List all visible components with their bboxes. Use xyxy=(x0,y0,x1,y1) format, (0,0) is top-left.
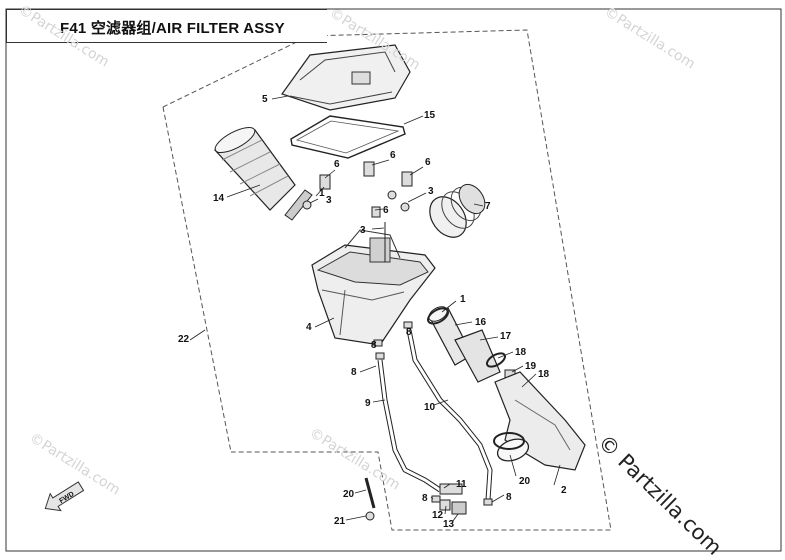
callout-20a: 20 xyxy=(343,489,355,500)
callout-5: 5 xyxy=(262,94,268,105)
part-1-clamp xyxy=(427,307,449,325)
part-20-clamp xyxy=(493,432,525,450)
page-title: F41 空滤器组/AIR FILTER ASSY xyxy=(60,20,285,37)
callout-8c: 8 xyxy=(422,493,428,504)
part-8-clamps xyxy=(373,321,493,506)
callout-1b: 1 xyxy=(460,294,466,305)
part-15-gasket xyxy=(290,115,406,159)
callout-15: 15 xyxy=(424,110,436,121)
callout-2: 2 xyxy=(561,485,567,496)
callout-6c: 6 xyxy=(425,157,431,168)
part-6-clamps xyxy=(319,161,413,218)
callout-7: 7 xyxy=(485,201,491,212)
callout-16: 16 xyxy=(475,317,487,328)
callout-18a: 18 xyxy=(515,347,527,358)
callout-1a: 1 xyxy=(319,188,325,199)
callout-8d: 8 xyxy=(506,492,512,503)
callout-17: 17 xyxy=(500,331,512,342)
callout-6b: 6 xyxy=(390,150,396,161)
part-12-fitting xyxy=(439,499,451,511)
part-7-bellows xyxy=(429,183,486,238)
leader-lines xyxy=(189,95,561,522)
callout-6a: 6 xyxy=(334,159,340,170)
part-20-bolt xyxy=(364,477,376,509)
part-4-airbox xyxy=(311,222,436,346)
callout-12: 12 xyxy=(432,510,444,521)
fwd-arrow: FWD xyxy=(44,481,85,512)
callout-10: 10 xyxy=(424,402,436,413)
callout-19: 19 xyxy=(525,361,537,372)
part-21-nut xyxy=(365,511,375,521)
callout-6d: 6 xyxy=(383,205,389,216)
part-5-lid xyxy=(281,44,411,111)
part-3-clips xyxy=(302,190,410,212)
callout-21: 21 xyxy=(334,516,346,527)
callout-11: 11 xyxy=(456,479,467,490)
callout-8b: 8 xyxy=(351,367,357,378)
part-17-boot xyxy=(454,329,501,383)
callout-3b: 3 xyxy=(428,186,434,197)
part-14-filter xyxy=(214,126,313,221)
part-9-hose xyxy=(377,359,442,493)
part-2-duct xyxy=(494,371,586,471)
callout-18b: 18 xyxy=(538,369,550,380)
callout-3c: 3 xyxy=(360,225,366,236)
callout-13: 13 xyxy=(443,519,455,530)
assembly-outline-left xyxy=(162,106,232,453)
callout-20b: 20 xyxy=(519,476,531,487)
callout-4: 4 xyxy=(306,322,312,333)
page-border xyxy=(5,8,782,552)
callout-22: 22 xyxy=(178,334,190,345)
callout-9: 9 xyxy=(365,398,371,409)
callout-3a: 3 xyxy=(326,195,332,206)
part-11-fitting xyxy=(439,483,463,495)
part-10-hose xyxy=(406,329,493,501)
part-13-fitting xyxy=(451,501,467,515)
callout-8a: 8 xyxy=(371,340,377,351)
title-box xyxy=(6,9,327,43)
callout-8e: 8 xyxy=(406,327,412,338)
callout-14: 14 xyxy=(213,193,225,204)
